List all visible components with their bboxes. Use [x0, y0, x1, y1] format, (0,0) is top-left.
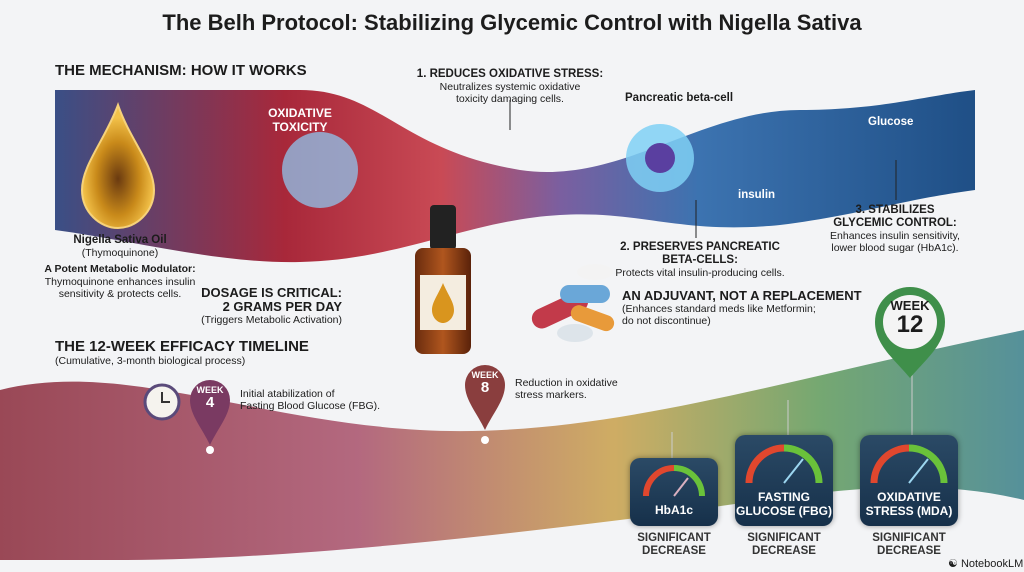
gauge-result: SIGNIFICANT	[637, 532, 711, 544]
oil-desc: Thymoquinone enhances insulin	[44, 276, 196, 288]
oxidative-toxicity-label: OXIDATIVE TOXICITY	[260, 106, 340, 134]
gauge-result: DECREASE	[877, 545, 941, 557]
gauge-result: SIGNIFICANT	[747, 532, 821, 544]
mechanism-heading: THE MECHANISM: HOW IT WORKS	[55, 62, 307, 79]
glucose-label: Glucose	[868, 116, 914, 128]
step-2: 2. PRESERVES PANCREATIC BETA-CELLS: Prot…	[600, 241, 800, 279]
step-3-desc: Enhances insulin sensitivity,	[830, 230, 960, 242]
milestone-desc: Initial atabilization of	[240, 388, 335, 400]
gauge-card-hba1c: HbA1c	[630, 458, 718, 526]
insulin-label: insulin	[738, 189, 776, 201]
dosage-line: DOSAGE IS CRITICAL:	[201, 285, 342, 300]
oil-desc: sensitivity & protects cells.	[58, 288, 182, 300]
milestone-desc: Fasting Blood Glucose (FBG).	[240, 400, 381, 412]
week-number: 4	[205, 394, 215, 411]
gauge-card-fbg: FASTING GLUCOSE (FBG)	[735, 435, 833, 526]
timeline-subheading: (Cumulative, 3-month biological process)	[55, 355, 246, 367]
week-8-badge: WEEK 8	[465, 370, 505, 395]
week-8-pin	[465, 365, 505, 430]
step-1-title: 1. REDUCES OXIDATIVE STRESS:	[416, 68, 604, 80]
step-2-title: BETA-CELLS:	[662, 254, 738, 266]
dropper-cap	[430, 205, 456, 250]
oil-compound: (Thymoquinone)	[81, 247, 159, 259]
beta-cell-label: Pancreatic beta-cell	[625, 92, 734, 104]
gauge-label: HbA1c	[654, 503, 693, 517]
gauge-icon	[870, 444, 948, 484]
adjuvant-desc: (Enhances standard meds like Metformin;	[622, 303, 816, 315]
week-4-pin	[190, 380, 230, 445]
week-12-badge: WEEK 12	[880, 298, 940, 337]
toxicity-label-line: OXIDATIVE	[268, 106, 332, 120]
week-label: WEEK	[890, 298, 930, 313]
gauge-result: SIGNIFICANT	[872, 532, 946, 544]
week-4-badge: WEEK 4	[190, 385, 230, 410]
gauge-icon	[643, 465, 705, 497]
toxicity-label-line: TOXICITY	[272, 120, 328, 134]
step-2-desc: Protects vital insulin-producing cells.	[615, 267, 785, 279]
dosage-callout: DOSAGE IS CRITICAL: 2 GRAMS PER DAY (Tri…	[180, 285, 342, 327]
oil-caption: Nigella Sativa Oil (Thymoquinone) A Pote…	[20, 234, 220, 300]
step-3: 3. STABILIZES GLYCEMIC CONTROL: Enhances…	[810, 204, 980, 254]
week-label: WEEK	[196, 385, 224, 395]
step-1: 1. REDUCES OXIDATIVE STRESS: Neutralizes…	[390, 68, 630, 105]
mechanism-band	[55, 90, 975, 263]
step-3-desc: lower blood sugar (HbA1c).	[831, 242, 959, 254]
adjuvant-title: AN ADJUVANT, NOT A REPLACEMENT	[622, 288, 862, 303]
oil-subtitle: A Potent Metabolic Modulator:	[44, 263, 196, 275]
timeline-heading: THE 12-WEEK EFFICACY TIMELINE	[55, 338, 309, 355]
gauge-label: GLUCOSE (FBG)	[736, 504, 832, 518]
gauge-label: OXIDATIVE	[877, 490, 941, 504]
oil-drop	[80, 102, 156, 230]
milestone-desc: Reduction in oxidative	[515, 377, 618, 389]
step-2-title: 2. PRESERVES PANCREATIC	[620, 241, 780, 253]
step-3-title: GLYCEMIC CONTROL:	[833, 217, 957, 229]
adjuvant-desc: do not discontinue)	[622, 315, 711, 327]
week-4-desc: Initial atabilization of Fasting Blood G…	[240, 388, 380, 412]
week-number: 12	[896, 311, 924, 338]
milestone-desc: stress markers.	[515, 389, 587, 401]
step-3-title: 3. STABILIZES	[855, 204, 935, 216]
notebooklm-logo-icon: ☯	[948, 558, 958, 570]
dosage-amount: 2 GRAMS PER DAY	[222, 299, 342, 314]
week-8-desc: Reduction in oxidative stress markers.	[515, 377, 618, 401]
step-1-desc: Neutralizes systemic oxidative	[439, 81, 581, 93]
gauge-icon	[745, 444, 823, 484]
adjuvant-callout: AN ADJUVANT, NOT A REPLACEMENT (Enhances…	[622, 288, 882, 327]
pancreas-illustration	[282, 132, 358, 208]
step-1-desc: toxicity damaging cells.	[456, 93, 564, 105]
gauge-card-mda: OXIDATIVE STRESS (MDA)	[860, 435, 958, 526]
bottom-band	[0, 330, 1024, 560]
pills-illustration	[531, 264, 615, 342]
gauge-label: STRESS (MDA)	[865, 504, 953, 518]
gauge-label: FASTING	[757, 490, 810, 504]
brand-watermark: ☯ NotebookLM	[948, 557, 1023, 570]
gauge-result: DECREASE	[752, 545, 816, 557]
oil-name: Nigella Sativa Oil	[73, 234, 167, 246]
dosage-note: (Triggers Metabolic Activation)	[201, 314, 342, 326]
brand-name: NotebookLM	[960, 558, 1024, 570]
gauge-result: DECREASE	[642, 545, 706, 557]
page-title: The Belh Protocol: Stabilizing Glycemic …	[162, 10, 862, 35]
week-label: WEEK	[471, 370, 499, 380]
week-number: 8	[480, 379, 490, 396]
